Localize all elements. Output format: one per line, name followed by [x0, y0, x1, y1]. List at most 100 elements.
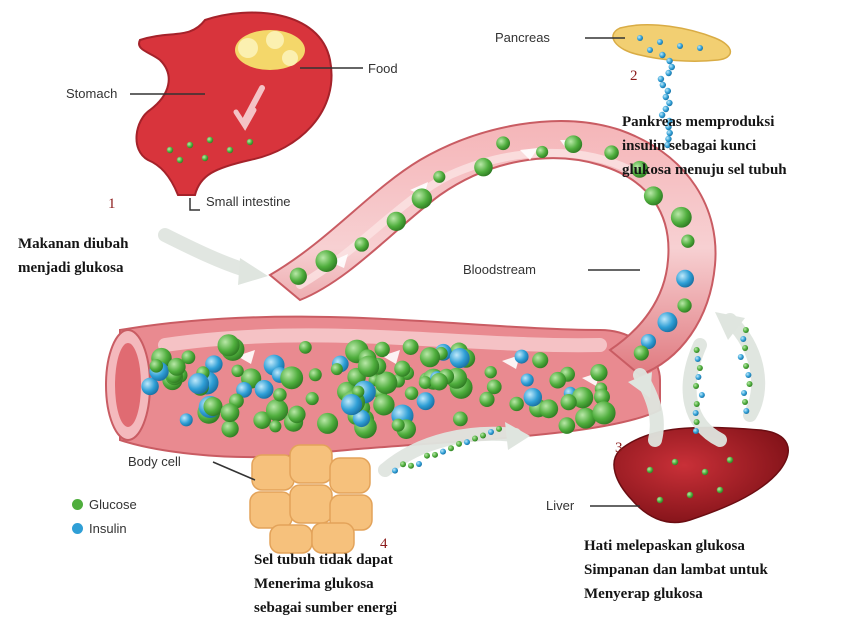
- insulin-particle: [677, 43, 683, 49]
- legend-glucose: Glucose: [72, 497, 137, 512]
- glucose-particle: [694, 347, 700, 353]
- insulin-particle: [416, 461, 422, 467]
- glucose-particle: [671, 207, 692, 228]
- glucose-particle: [472, 436, 478, 442]
- glucose-particle: [182, 350, 196, 364]
- glucose-particle: [694, 419, 700, 425]
- glucose-particle: [485, 366, 497, 378]
- glucose-particle: [375, 342, 390, 357]
- glucose-particle: [218, 334, 240, 356]
- label-body-cell: Body cell: [128, 454, 181, 469]
- glucose-particle: [355, 237, 369, 251]
- glucose-particle: [509, 397, 523, 411]
- insulin-particle: [188, 373, 209, 394]
- glucose-particle: [317, 413, 338, 434]
- glucose-particle: [560, 394, 576, 410]
- glucose-particle: [742, 345, 748, 351]
- legend-label: Insulin: [89, 521, 127, 536]
- glucose-particle: [420, 347, 440, 367]
- caption-line: Makanan diubah: [18, 232, 128, 256]
- caption-step1: Makanan diubah menjadi glukosa: [18, 232, 128, 280]
- glucose-particle: [394, 361, 410, 377]
- glucose-particle: [408, 463, 414, 469]
- caption-line: insulin sebagai kunci: [622, 134, 787, 158]
- insulin-particle: [665, 88, 671, 94]
- glucose-particle: [687, 492, 693, 498]
- step-number-3: 3: [615, 440, 623, 457]
- label-stomach: Stomach: [66, 86, 117, 101]
- glucose-particle: [280, 366, 303, 389]
- insulin-particle: [524, 388, 542, 406]
- glucose-particle: [453, 412, 468, 427]
- insulin-particle: [647, 47, 653, 53]
- insulin-particle: [521, 374, 534, 387]
- glucose-particle: [331, 363, 343, 375]
- insulin-particle: [693, 428, 699, 434]
- glucose-particle: [432, 452, 438, 458]
- glucose-particle: [231, 365, 243, 377]
- step-number-2: 2: [630, 68, 638, 85]
- glucose-particle: [387, 212, 406, 231]
- glucose-particle: [677, 298, 691, 312]
- glucose-particle: [266, 399, 288, 421]
- glucose-particle: [433, 171, 445, 183]
- glucose-particle: [474, 158, 493, 177]
- glucose-particle: [647, 467, 653, 473]
- glucose-particle: [743, 363, 749, 369]
- insulin-particle: [657, 39, 663, 45]
- caption-line: Menyerap glukosa: [584, 582, 768, 606]
- insulin-particle: [697, 45, 703, 51]
- caption-line: Simpanan dan lambat untuk: [584, 558, 768, 582]
- legend-insulin: Insulin: [72, 521, 127, 536]
- glucose-particle: [207, 137, 213, 143]
- insulin-particle: [341, 394, 362, 415]
- glucose-particle: [400, 461, 406, 467]
- insulin-particle: [676, 270, 694, 288]
- insulin-particle: [660, 82, 666, 88]
- glucose-particle: [290, 268, 307, 285]
- label-bloodstream: Bloodstream: [463, 262, 536, 277]
- glucose-particle: [694, 401, 700, 407]
- glucose-particle: [672, 459, 678, 465]
- glucose-particle: [288, 406, 306, 424]
- glucose-particle: [604, 145, 619, 160]
- glucose-particle: [358, 356, 379, 377]
- body-cells: [250, 445, 372, 553]
- glucose-particle: [644, 186, 663, 205]
- glucose-particle: [306, 392, 319, 405]
- glucose-particle: [479, 392, 494, 407]
- step-number-1: 1: [108, 196, 116, 213]
- glucose-particle: [373, 394, 394, 415]
- glucose-dot-icon: [72, 499, 83, 510]
- glucose-particle: [187, 142, 193, 148]
- caption-line: Hati melepaskan glukosa: [584, 534, 768, 558]
- glucose-particle: [430, 373, 448, 391]
- glucose-particle: [448, 445, 454, 451]
- insulin-particle: [743, 408, 749, 414]
- insulin-particle: [392, 468, 398, 474]
- insulin-particle: [699, 392, 705, 398]
- caption-line: Sel tubuh tidak dapat: [254, 548, 397, 572]
- insulin-particle: [255, 380, 274, 399]
- glucose-particle: [247, 139, 253, 145]
- glucose-particle: [693, 383, 699, 389]
- glucose-particle: [167, 147, 173, 153]
- glucose-particle: [681, 235, 694, 248]
- liver-organ: [614, 427, 788, 522]
- insulin-particle: [666, 58, 672, 64]
- glucose-particle: [727, 457, 733, 463]
- caption-line: Menerima glukosa: [254, 572, 397, 596]
- glucose-particle: [480, 432, 486, 438]
- glucose-particle: [559, 417, 576, 434]
- insulin-particle: [658, 76, 664, 82]
- insulin-particle: [740, 336, 746, 342]
- glucose-particle: [375, 371, 398, 394]
- glucose-particle: [202, 155, 208, 161]
- insulin-particle: [659, 52, 665, 58]
- pancreas-organ: [613, 25, 730, 61]
- insulin-particle: [417, 392, 435, 410]
- insulin-particle: [450, 348, 470, 368]
- glucose-particle: [697, 365, 703, 371]
- insulin-particle: [663, 94, 669, 100]
- insulin-particle: [657, 312, 677, 332]
